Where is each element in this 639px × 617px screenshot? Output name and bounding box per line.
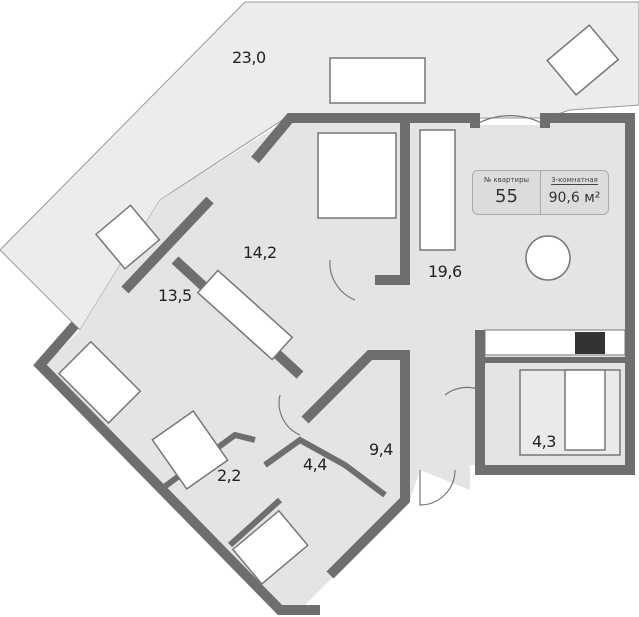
apartment-type-cell: 3-комнатная 90,6 м² bbox=[540, 171, 608, 214]
furniture bbox=[57, 24, 621, 585]
apartment-number-cell: № квартиры 55 bbox=[473, 171, 540, 214]
apartment-number-label: № квартиры bbox=[483, 176, 530, 184]
walls bbox=[33, 113, 635, 615]
room-area-bedroom-2: 13,5 bbox=[158, 286, 192, 305]
room-area-bedroom: 14,2 bbox=[243, 243, 277, 262]
room-area-hall: 9,4 bbox=[369, 440, 393, 459]
cooktop-icon bbox=[575, 332, 605, 354]
apartment-number: 55 bbox=[495, 186, 518, 207]
room-area-living-kitchen: 19,6 bbox=[428, 262, 462, 281]
room-area-wardrobe: 2,2 bbox=[217, 466, 241, 485]
room-area-bathroom-2: 4,4 bbox=[303, 455, 327, 474]
apartment-type: 3-комнатная bbox=[551, 176, 598, 185]
apartment-info-card: № квартиры 55 3-комнатная 90,6 м² bbox=[472, 170, 609, 215]
room-area-bathroom: 4,3 bbox=[532, 432, 556, 451]
room-area-terrace: 23,0 bbox=[232, 48, 266, 67]
doors bbox=[278, 115, 546, 506]
apartment-total-area: 90,6 м² bbox=[548, 190, 601, 206]
inner-partitions bbox=[158, 357, 630, 548]
